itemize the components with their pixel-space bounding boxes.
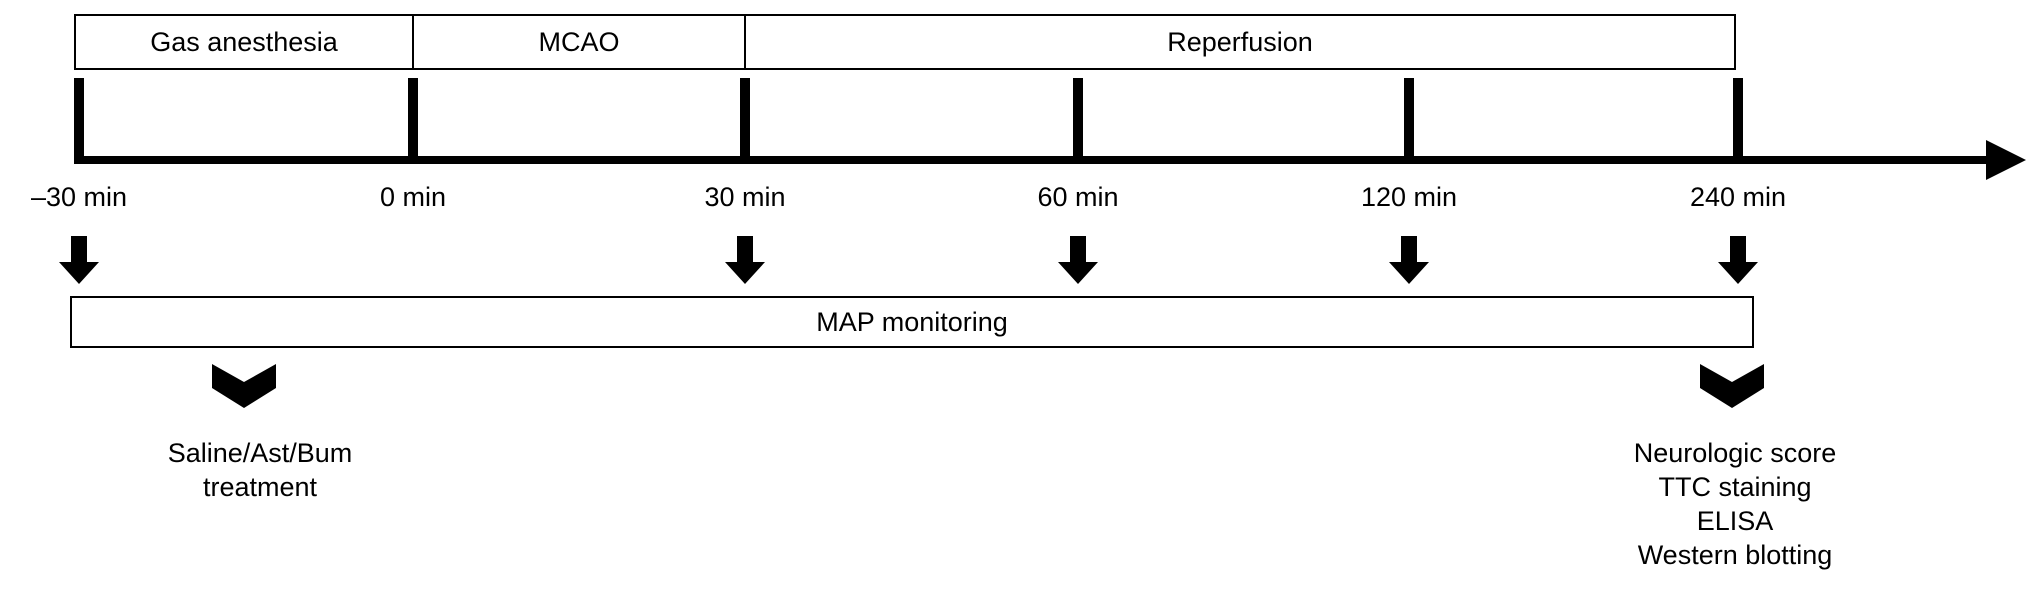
timepoint-label: 60 min xyxy=(1037,182,1119,212)
chevron-outcomes xyxy=(1700,364,1764,408)
down-arrow-60 xyxy=(1058,236,1098,284)
tick-120 xyxy=(1404,78,1414,164)
phase-gas-anesthesia: Gas anesthesia xyxy=(74,14,414,70)
phase-mcao-label: MCAO xyxy=(538,26,620,57)
outcomes-list: Neurologic score TTC staining ELISA West… xyxy=(1634,436,1837,572)
chevron-treatment xyxy=(212,364,276,408)
phase-reperfusion-label: Reperfusion xyxy=(1167,26,1313,57)
phase-gas-anesthesia-label: Gas anesthesia xyxy=(150,26,338,57)
tick-60 xyxy=(1073,78,1083,164)
down-arrow-120 xyxy=(1389,236,1429,284)
down-arrow-minus30 xyxy=(59,236,99,284)
timepoint-label: –30 min xyxy=(30,182,128,212)
phase-mcao: MCAO xyxy=(412,14,746,70)
tick-30 xyxy=(740,78,750,164)
treatment-line: treatment xyxy=(202,472,318,502)
map-monitoring-box: MAP monitoring xyxy=(70,296,1754,348)
outcome-item: TTC staining xyxy=(1658,472,1812,502)
timepoint-label: 0 min xyxy=(379,182,447,212)
outcome-item: Neurologic score xyxy=(1633,438,1837,468)
down-arrow-30 xyxy=(725,236,765,284)
phase-reperfusion: Reperfusion xyxy=(744,14,1736,70)
timeline-axis xyxy=(74,156,1994,164)
outcome-item: Western blotting xyxy=(1637,540,1833,570)
timepoint-label: 240 min xyxy=(1689,182,1787,212)
tick-0 xyxy=(408,78,418,164)
treatment-note: Saline/Ast/Bum treatment xyxy=(168,436,353,504)
timepoint-label: 30 min xyxy=(704,182,786,212)
down-arrow-240 xyxy=(1718,236,1758,284)
timeline-arrowhead xyxy=(1986,140,2026,180)
tick-240 xyxy=(1733,78,1743,164)
treatment-line: Saline/Ast/Bum xyxy=(167,438,353,468)
timepoint-label: 120 min xyxy=(1360,182,1458,212)
tick-minus30 xyxy=(74,78,84,164)
map-monitoring-label: MAP monitoring xyxy=(816,306,1008,337)
outcome-item: ELISA xyxy=(1696,506,1774,536)
